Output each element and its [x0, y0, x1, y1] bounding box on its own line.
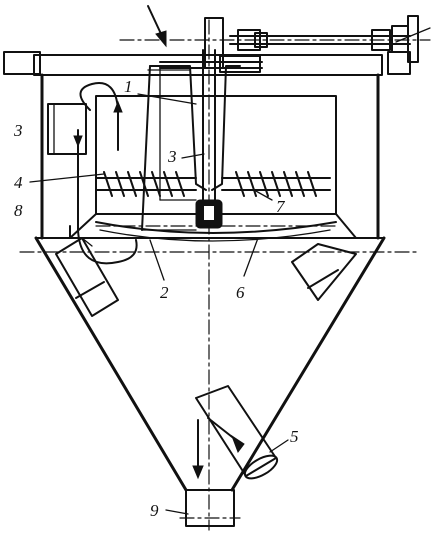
label-3-inner-text: 3: [167, 147, 177, 166]
label-2-text: 2: [160, 283, 169, 302]
top-frame-beam: [3, 51, 411, 76]
side-outlet: [195, 385, 279, 480]
conical-hopper: [19, 236, 421, 492]
label-3-left-text: 3: [13, 121, 23, 140]
left-chute: [55, 237, 119, 317]
feed-funnel: [141, 65, 241, 231]
label-9-text: 9: [150, 501, 159, 520]
label-4-text: 4: [14, 173, 23, 192]
side-box: [47, 103, 87, 155]
label-2: 2: [149, 239, 169, 302]
label-6: 6: [236, 237, 259, 302]
label-5-text: 5: [290, 427, 299, 446]
feed-arrow: [147, 5, 167, 48]
label-4: 4: [14, 173, 105, 192]
label-1-text: 1: [124, 77, 133, 96]
label-8: 8: [14, 201, 23, 220]
circulation-loop: [73, 82, 138, 265]
label-7: 7: [253, 189, 286, 216]
rotor-hub: [195, 199, 223, 229]
housing-body: [35, 73, 385, 240]
label-3-inner: 3: [167, 147, 205, 166]
bottom-outlet: [179, 419, 241, 527]
gear-box: [159, 17, 263, 73]
right-chute: [291, 243, 357, 301]
label-3-left: 3: [13, 121, 23, 140]
inner-pipe: [159, 65, 197, 201]
label-7-text: 7: [276, 197, 286, 216]
drive-shaft: [119, 15, 431, 63]
central-shaft: [202, 19, 216, 531]
label-1: 1: [124, 77, 197, 105]
bowl: [95, 221, 337, 242]
label-9: 9: [150, 501, 189, 520]
label-6-text: 6: [236, 283, 245, 302]
label-5: 5: [269, 427, 299, 453]
label-8-text: 8: [14, 201, 23, 220]
spiral-rotor: [95, 171, 331, 197]
